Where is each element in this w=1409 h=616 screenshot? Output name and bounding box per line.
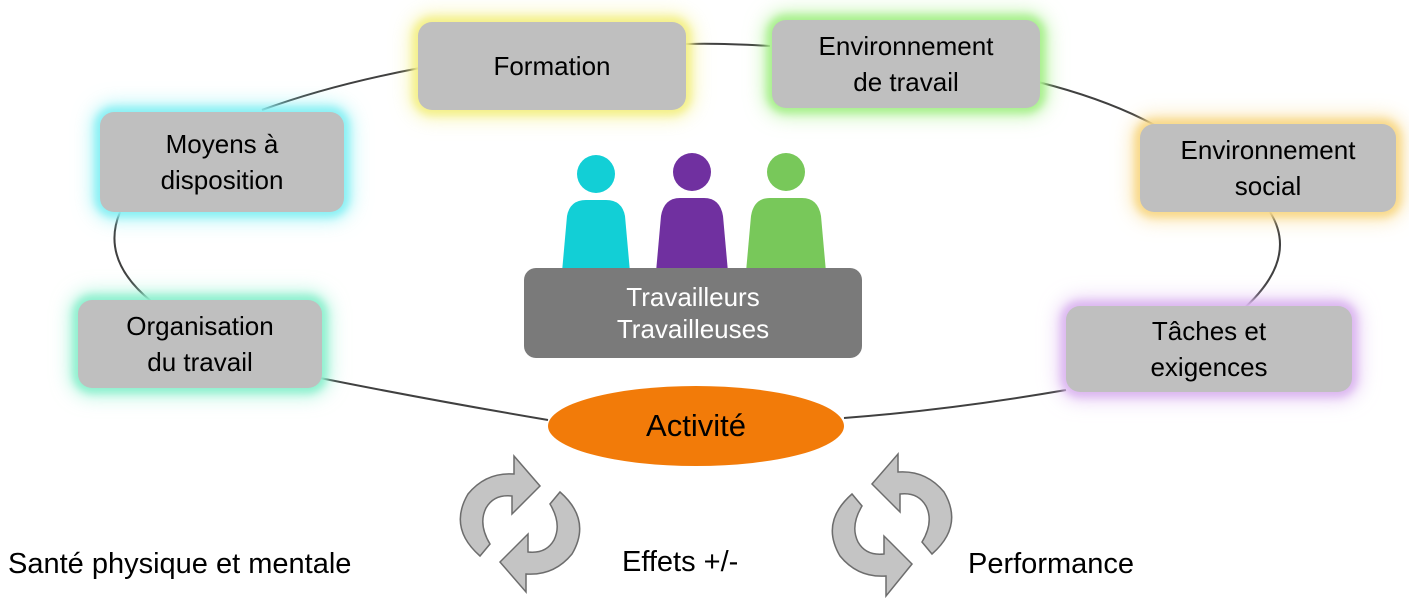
factor-label: du travail [147,347,253,377]
link-activite-organisation [319,377,549,421]
factor-label: Formation [493,51,611,81]
factor-label: Environnement [818,31,994,61]
factor-box-formation: Formation [418,22,686,110]
factor-box-environnement-social: Environnement social [1140,124,1396,212]
factor-label: disposition [160,165,284,195]
activity-ellipse: Activité [548,386,844,466]
link-formation-environnement [685,42,771,47]
factor-label: Tâches et [1151,316,1267,346]
factor-label: de travail [853,67,959,97]
factor-label: exigences [1150,352,1268,382]
factor-box-taches-exigences: Tâches et exigences [1066,306,1352,392]
workers-label-2: Travailleuses [616,314,770,344]
factor-box-organisation-travail: Organisation du travail [78,300,322,388]
factor-label: Organisation [126,311,274,341]
factor-label: Environnement [1180,135,1356,165]
link-moyens-formation [261,67,421,111]
factor-label: social [1234,171,1302,201]
outcome-health-label: Santé physique et mentale [8,548,352,580]
outcome-performance-label: Performance [968,548,1135,580]
factor-box-environnement-travail: Environnement de travail [772,20,1040,108]
link-organisation-moyens [113,211,153,303]
link-environnement-social [1037,81,1161,129]
cycle-arrows-left-icon [459,453,581,595]
outcome-effects-label: Effets +/- [622,546,739,578]
workers-box: Travailleurs Travailleuses [524,268,862,358]
link-social-taches [1239,211,1281,313]
activity-label: Activité [646,408,746,443]
person-icon-green [746,153,826,272]
workers-people-icon [562,153,826,272]
person-icon-cyan [562,155,630,272]
workers-label-1: Travailleurs [626,282,760,312]
person-icon-purple [656,153,728,272]
factor-label: Moyens à [165,129,279,159]
cycle-arrows-right-icon [831,451,953,599]
factor-box-moyens-disposition: Moyens à disposition [100,112,344,212]
link-taches-activite [843,389,1067,419]
